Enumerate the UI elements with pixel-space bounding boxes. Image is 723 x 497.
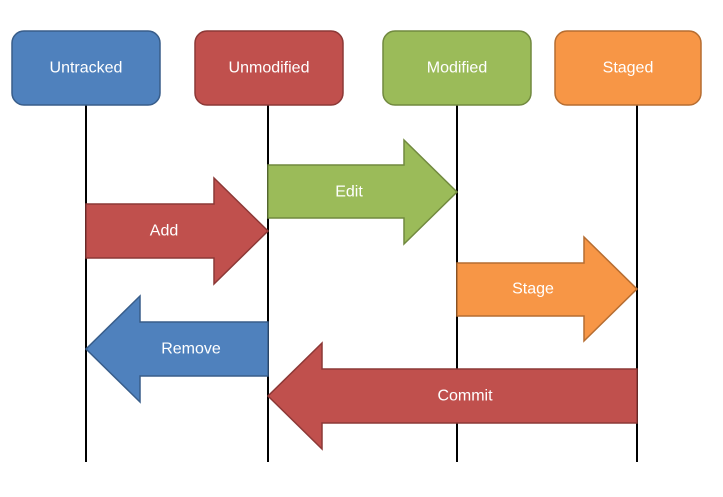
arrow-commit	[266, 341, 638, 451]
state-label-unmodified: Unmodified	[229, 60, 310, 77]
state-label-staged: Staged	[603, 60, 654, 77]
transition-add: Add	[85, 176, 270, 286]
state-staged: Staged	[554, 30, 702, 106]
arrow-label-stage: Stage	[512, 281, 554, 298]
arrow-add	[85, 176, 270, 286]
transition-remove: Remove	[84, 294, 269, 404]
state-label-untracked: Untracked	[50, 60, 123, 77]
state-label-modified: Modified	[427, 60, 487, 77]
state-modified: Modified	[382, 30, 532, 106]
arrow-label-remove: Remove	[161, 341, 221, 358]
transition-commit: Commit	[266, 341, 638, 451]
state-box-unmodified	[194, 30, 344, 106]
state-box-staged	[554, 30, 702, 106]
arrow-label-edit: Edit	[335, 184, 363, 201]
arrow-label-add: Add	[150, 223, 178, 240]
state-unmodified: Unmodified	[194, 30, 344, 106]
arrow-edit	[267, 138, 459, 246]
arrow-stage	[456, 235, 639, 343]
state-untracked: Untracked	[11, 30, 161, 106]
state-box-untracked	[11, 30, 161, 106]
state-box-modified	[382, 30, 532, 106]
transition-stage: Stage	[456, 235, 639, 343]
arrow-remove	[84, 294, 269, 404]
arrow-label-commit: Commit	[437, 388, 493, 405]
transition-edit: Edit	[267, 138, 459, 246]
